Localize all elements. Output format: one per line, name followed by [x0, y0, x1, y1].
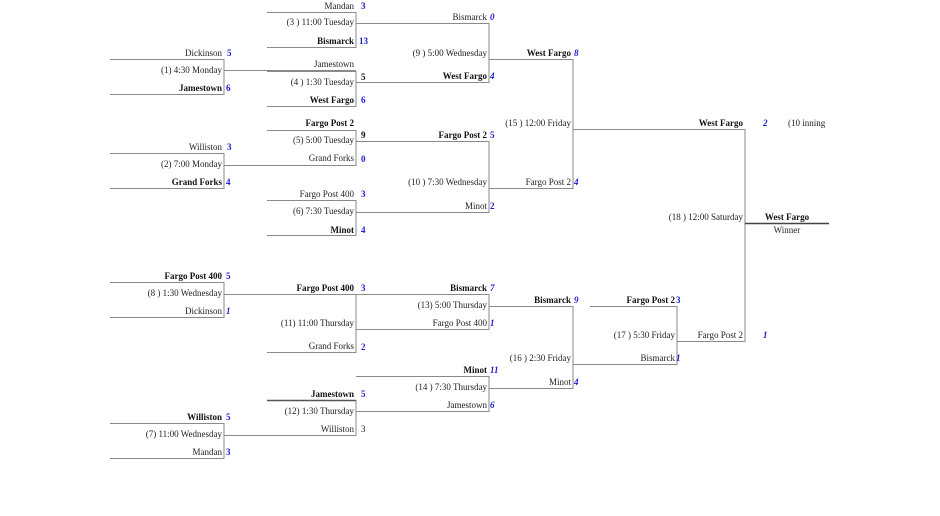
g5-bottom-team: Grand Forks — [308, 153, 354, 163]
g1-top-team: Dickinson — [185, 48, 222, 58]
g18-note: (10 inning — [788, 118, 826, 128]
g13-top-score: 7 — [490, 283, 495, 293]
g6-bottom-score: 4 — [361, 225, 366, 235]
g5-bottom-score: 0 — [361, 154, 366, 164]
g6-game-label: (6) 7:30 Tuesday — [292, 206, 354, 216]
g3-bottom-team: Bismarck — [317, 36, 354, 46]
g9-top-score: 0 — [490, 12, 495, 22]
g18-game-label: (18 ) 12:00 Saturday — [668, 212, 743, 222]
g16-top-team: Bismarck — [534, 295, 571, 305]
g10-game-label: (10 ) 7:30 Wednesday — [408, 177, 487, 187]
g8-game-label: (8 ) 1:30 Wednesday — [147, 288, 222, 298]
g7-game-label: (7) 11:00 Wednesday — [145, 429, 222, 439]
champion-label: Winner — [773, 225, 801, 235]
g16-game-label: (16 ) 2:30 Friday — [509, 353, 571, 363]
g5-game-label: (5) 5:00 Tuesday — [292, 135, 354, 145]
g14-bottom-team: Jamestown — [447, 400, 487, 410]
g10-bottom-team: Minot — [464, 201, 487, 211]
g2-game-label: (2) 7:00 Monday — [161, 159, 222, 169]
g10-top-team: Fargo Post 2 — [438, 130, 488, 140]
g15-bottom-score: 4 — [574, 177, 579, 187]
g15-top-score: 8 — [574, 48, 579, 58]
g3-game-label: (3 ) 11:00 Tuesday — [286, 17, 354, 27]
bracket-line-g2 — [110, 153, 267, 189]
g12-game-label: (12) 1:30 Thursday — [284, 406, 354, 416]
g2-bottom-team: Grand Forks — [171, 177, 222, 187]
g9-top-team: Bismarck — [452, 12, 488, 22]
g11-top-team: Fargo Post 400 — [296, 283, 355, 293]
g1-top-score: 5 — [227, 48, 232, 58]
champion-team: West Fargo — [764, 212, 810, 222]
g18-bottom-score: 1 — [763, 330, 768, 340]
g12-top-team: Jamestown — [311, 389, 354, 399]
g16-bottom-team: Minot — [548, 377, 571, 387]
g1-bottom-score: 6 — [226, 83, 231, 93]
g9-bottom-team: West Fargo — [442, 71, 487, 81]
g11-top-score: 3 — [361, 283, 366, 293]
g13-game-label: (13) 5:00 Thursday — [417, 300, 487, 310]
g4-top-score: 5 — [361, 72, 366, 82]
g12-bottom-team: Williston — [320, 424, 354, 434]
g8-bottom-team: Dickinson — [185, 306, 222, 316]
g15-game-label: (15 ) 12:00 Friday — [505, 118, 571, 128]
g17-bottom-team: Bismarck — [640, 353, 676, 363]
g2-bottom-score: 4 — [226, 177, 231, 187]
g14-top-score: 11 — [490, 365, 499, 375]
g18-top-team: West Fargo — [698, 118, 743, 128]
bracket-line-g1 — [110, 59, 356, 95]
g14-game-label: (14 ) 7:30 Thursday — [415, 382, 487, 392]
g6-top-score: 3 — [361, 189, 366, 199]
bracket-line-g18 — [573, 129, 746, 342]
g2-top-team: Williston — [188, 142, 222, 152]
g7-bottom-team: Mandan — [192, 447, 223, 457]
g13-bottom-score: 1 — [490, 318, 495, 328]
g6-bottom-team: Minot — [330, 225, 355, 235]
g13-bottom-team: Fargo Post 400 — [432, 318, 487, 328]
g17-top-team: Fargo Post 2 — [626, 295, 676, 305]
g14-top-team: Minot — [463, 365, 488, 375]
g10-top-score: 5 — [490, 130, 495, 140]
g9-game-label: (9 ) 5:00 Wednesday — [412, 48, 487, 58]
g8-top-score: 5 — [226, 271, 231, 281]
bracket-line-g17 — [573, 306, 745, 365]
g14-bottom-score: 6 — [490, 400, 495, 410]
g16-top-score: 9 — [574, 295, 579, 305]
g4-top-team: Jamestown — [314, 59, 354, 69]
g4-bottom-score: 6 — [361, 95, 366, 105]
g15-top-team: West Fargo — [526, 48, 571, 58]
g3-top-team: Mandan — [324, 1, 355, 11]
g8-top-team: Fargo Post 400 — [164, 271, 223, 281]
g7-top-team: Williston — [187, 412, 222, 422]
g17-top-score: 3 — [676, 295, 681, 305]
g11-bottom-team: Grand Forks — [308, 341, 354, 351]
g7-top-score: 5 — [226, 412, 231, 422]
g13-top-team: Bismarck — [450, 283, 487, 293]
g3-bottom-score: 13 — [359, 36, 368, 46]
g17-game-label: (17 ) 5:30 Friday — [613, 330, 675, 340]
g5-top-score: 9 — [361, 130, 366, 140]
g10-bottom-score: 2 — [490, 201, 495, 211]
g6-top-team: Fargo Post 400 — [299, 189, 354, 199]
g1-game-label: (1) 4:30 Monday — [161, 65, 222, 75]
g11-game-label: (11) 11:00 Thursday — [280, 318, 354, 328]
g3-top-score: 3 — [361, 1, 366, 11]
g2-top-score: 3 — [227, 142, 232, 152]
g15-bottom-team: Fargo Post 2 — [525, 177, 571, 187]
g11-bottom-score: 2 — [361, 342, 366, 352]
g1-bottom-team: Jamestown — [179, 83, 222, 93]
g4-game-label: (4 ) 1:30 Tuesday — [290, 77, 354, 87]
g12-bottom-score: 3 — [361, 424, 366, 434]
g17-bottom-score: 1 — [676, 353, 681, 363]
g12-top-score: 5 — [361, 389, 366, 399]
g5-top-team: Fargo Post 2 — [305, 118, 355, 128]
bracket-line-g7 — [110, 423, 356, 459]
g18-top-score: 2 — [763, 118, 768, 128]
g18-bottom-team: Fargo Post 2 — [697, 330, 743, 340]
g4-bottom-team: West Fargo — [309, 95, 354, 105]
g16-bottom-score: 4 — [574, 377, 579, 387]
g8-bottom-score: 1 — [226, 306, 231, 316]
g7-bottom-score: 3 — [226, 447, 231, 457]
g9-bottom-score: 4 — [490, 71, 495, 81]
